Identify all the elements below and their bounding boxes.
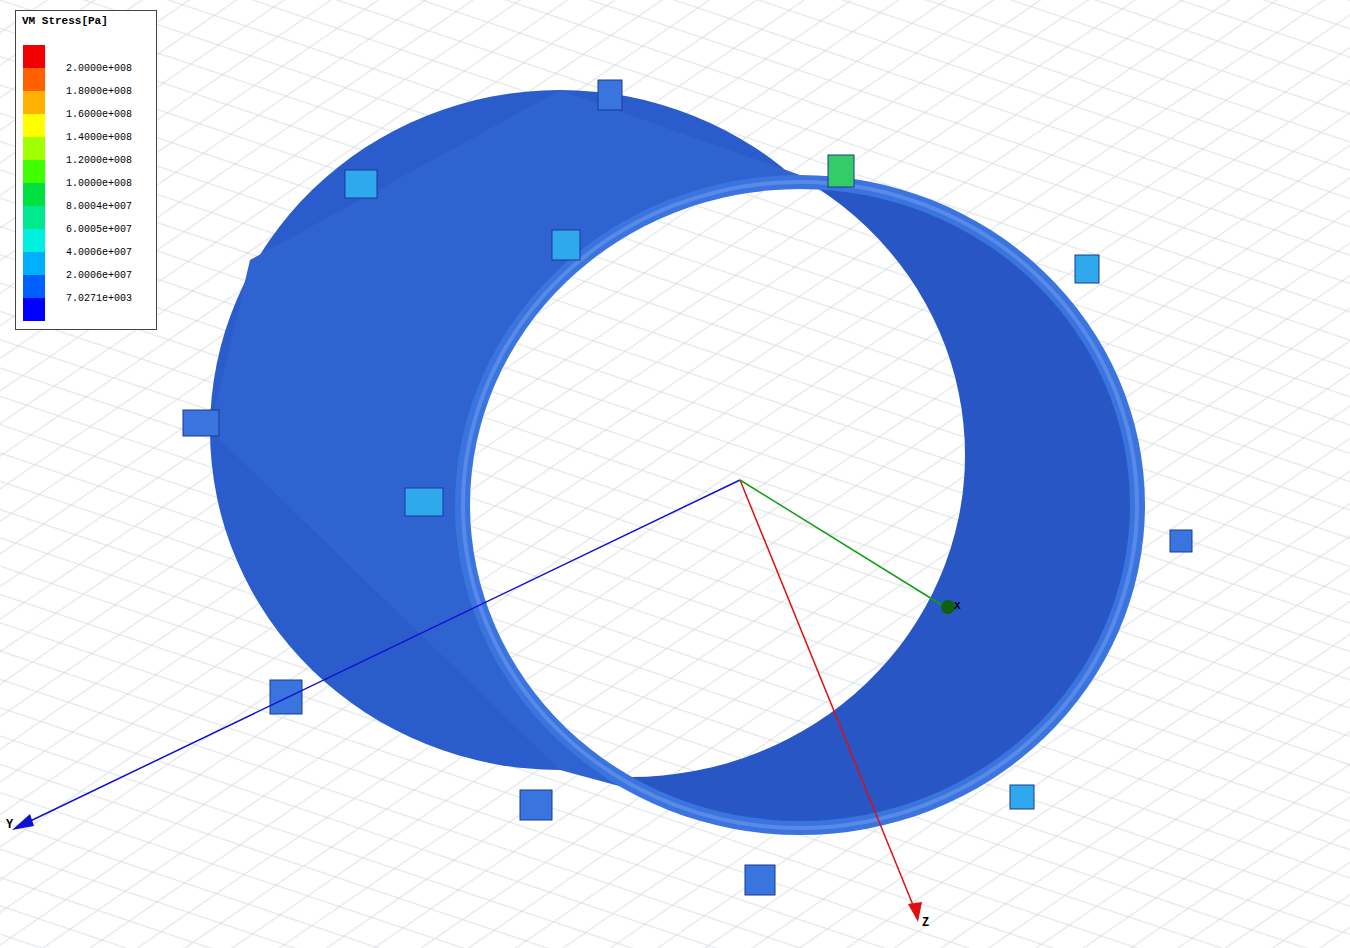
axis-label: X — [954, 600, 961, 612]
axis-line — [740, 480, 945, 607]
legend-swatch — [23, 275, 45, 298]
legend-value: 1.6000e+008 — [66, 109, 132, 120]
axis-line — [22, 480, 740, 825]
legend-value: 1.8000e+008 — [66, 86, 132, 97]
legend-value: 1.0000e+008 — [66, 178, 132, 189]
legend-swatch — [23, 91, 45, 114]
legend-value: 8.0004e+007 — [66, 201, 132, 212]
legend-value: 1.4000e+008 — [66, 132, 132, 143]
legend-value: 4.0006e+007 — [66, 247, 132, 258]
legend-value: 1.2000e+008 — [66, 155, 132, 166]
legend-swatch — [23, 68, 45, 91]
legend-value: 6.0005e+007 — [66, 224, 132, 235]
legend-swatch — [23, 183, 45, 206]
legend-swatch — [23, 252, 45, 275]
legend-swatch — [23, 137, 45, 160]
legend-value: 2.0000e+008 — [66, 63, 132, 74]
lug — [183, 80, 1192, 895]
legend-swatch — [23, 114, 45, 137]
legend-swatch — [23, 206, 45, 229]
axis-label: Y — [6, 818, 13, 832]
legend-swatch — [23, 160, 45, 183]
legend-swatch — [23, 298, 45, 321]
legend-swatch — [23, 229, 45, 252]
legend-title: VM Stress[Pa] — [22, 15, 108, 27]
legend-value: 7.0271e+003 — [66, 293, 132, 304]
legend-value: 2.0006e+007 — [66, 270, 132, 281]
legend-panel: VM Stress[Pa] 2.0000e+008 1.8000e+008 1.600… — [15, 10, 157, 330]
axis-label: Z — [922, 916, 929, 930]
cylinder-shell — [210, 90, 1145, 835]
axis-line — [740, 480, 915, 910]
legend-swatch — [23, 45, 45, 68]
